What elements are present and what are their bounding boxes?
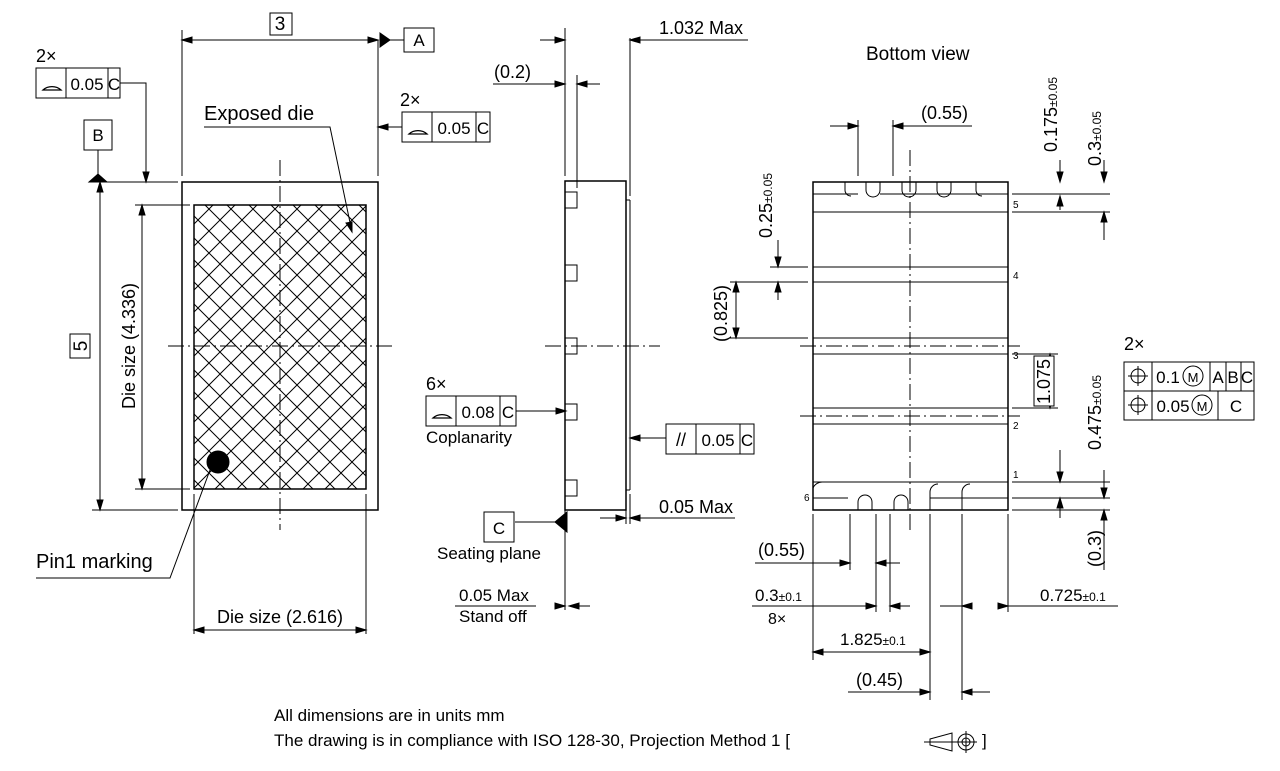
fcf-row1-datum-c: C (1241, 368, 1253, 387)
exposed-die-label: Exposed die (204, 103, 314, 125)
fcf-row1-modifier: M (1188, 370, 1199, 385)
dim-top-pitch: (0.55) (921, 103, 968, 123)
note-compliance-end: ] (982, 731, 987, 750)
top-view (35, 27, 491, 634)
pad-number-5: 5 (1013, 200, 1019, 211)
dim-0475: 0.475±0.05 (1085, 375, 1105, 450)
parallelism-symbol: // (676, 430, 686, 450)
die-width-label: Die size (2.616) (217, 607, 343, 627)
coplanarity-count: 6× (426, 374, 447, 394)
dim-045: (0.45) (856, 670, 903, 690)
fcf-row1-datum-b: B (1227, 368, 1238, 387)
fcf-left-datum: C (108, 75, 120, 94)
top-view-text: A 3 B 5 Die size (4.336) Die size (2.616… (36, 12, 489, 627)
fcf-row2-modifier: M (1197, 399, 1208, 414)
fcf-position-count: 2× (1124, 334, 1145, 354)
pad-number-6: 6 (804, 493, 810, 504)
pad-offset-label: (0.2) (494, 62, 531, 82)
note-compliance: The drawing is in compliance with ISO 12… (274, 731, 790, 750)
dim-bottom-pitch: (0.55) (758, 540, 805, 560)
bottom-view-title: Bottom view (866, 44, 970, 65)
dim-pad-width: 0.3±0.1 (755, 586, 802, 605)
width-dim-3: 3 (275, 14, 286, 35)
pin1-marker (206, 450, 230, 474)
edge-max-label: 0.05 Max (659, 497, 733, 517)
standoff-label: Stand off (459, 607, 527, 626)
fcf-right-value: 0.05 (437, 119, 470, 138)
pad-number-2: 2 (1013, 421, 1019, 432)
pin1-label: Pin1 marking (36, 551, 153, 573)
dim-pad-count: 8× (768, 611, 786, 628)
projection-method-icon (924, 731, 977, 753)
datum-b-label: B (92, 126, 103, 145)
parallelism-datum: C (741, 431, 753, 450)
fcf-left-count: 2× (36, 46, 57, 66)
datum-c-label: C (493, 519, 505, 538)
fcf-right-datum: C (477, 119, 489, 138)
dim-0825: (0.825) (711, 285, 731, 342)
bottom-view-text: Bottom view (0.55) 0.175±0.05 0.3±0.05 0… (711, 44, 1253, 690)
dim-0175: 0.175±0.05 (1041, 77, 1061, 152)
bottom-view (730, 120, 1255, 700)
datum-a-label: A (413, 31, 425, 50)
fcf-row2-datum-c: C (1230, 397, 1242, 416)
fcf-row2-value: 0.05 (1156, 397, 1189, 416)
standoff-value: 0.05 Max (459, 586, 529, 605)
coplanarity-label: Coplanarity (426, 428, 512, 447)
max-height-label: 1.032 Max (659, 18, 743, 38)
pad-number-3: 3 (1013, 351, 1019, 362)
note-units: All dimensions are in units mm (274, 706, 505, 725)
pad-number-4: 4 (1013, 271, 1019, 282)
pad-number-1: 1 (1013, 470, 1019, 481)
parallelism-value: 0.05 (701, 431, 734, 450)
die-height-label: Die size (4.336) (119, 283, 139, 409)
fcf-right-count: 2× (400, 90, 421, 110)
side-view (425, 28, 755, 610)
dim-1075: 1.075 (1034, 359, 1054, 404)
fcf-left-value: 0.05 (70, 75, 103, 94)
height-dim-5: 5 (71, 341, 92, 352)
side-view-text: 1.032 Max (0.2) 6× 0.08 C Coplanarity //… (426, 18, 753, 626)
fcf-row1-datum-a: A (1212, 368, 1224, 387)
dim-03-top: 0.3±0.05 (1085, 111, 1105, 166)
coplanarity-datum: C (502, 403, 514, 422)
fcf-row1-value: 0.1 (1156, 368, 1180, 387)
seating-plane-label: Seating plane (437, 544, 541, 563)
dim-03-bottom: (0.3) (1085, 530, 1105, 567)
dim-0725: 0.725±0.1 (1040, 586, 1106, 605)
coplanarity-value: 0.08 (461, 403, 494, 422)
dim-025: 0.25±0.05 (756, 173, 776, 238)
dim-1825: 1.825±0.1 (840, 630, 906, 649)
